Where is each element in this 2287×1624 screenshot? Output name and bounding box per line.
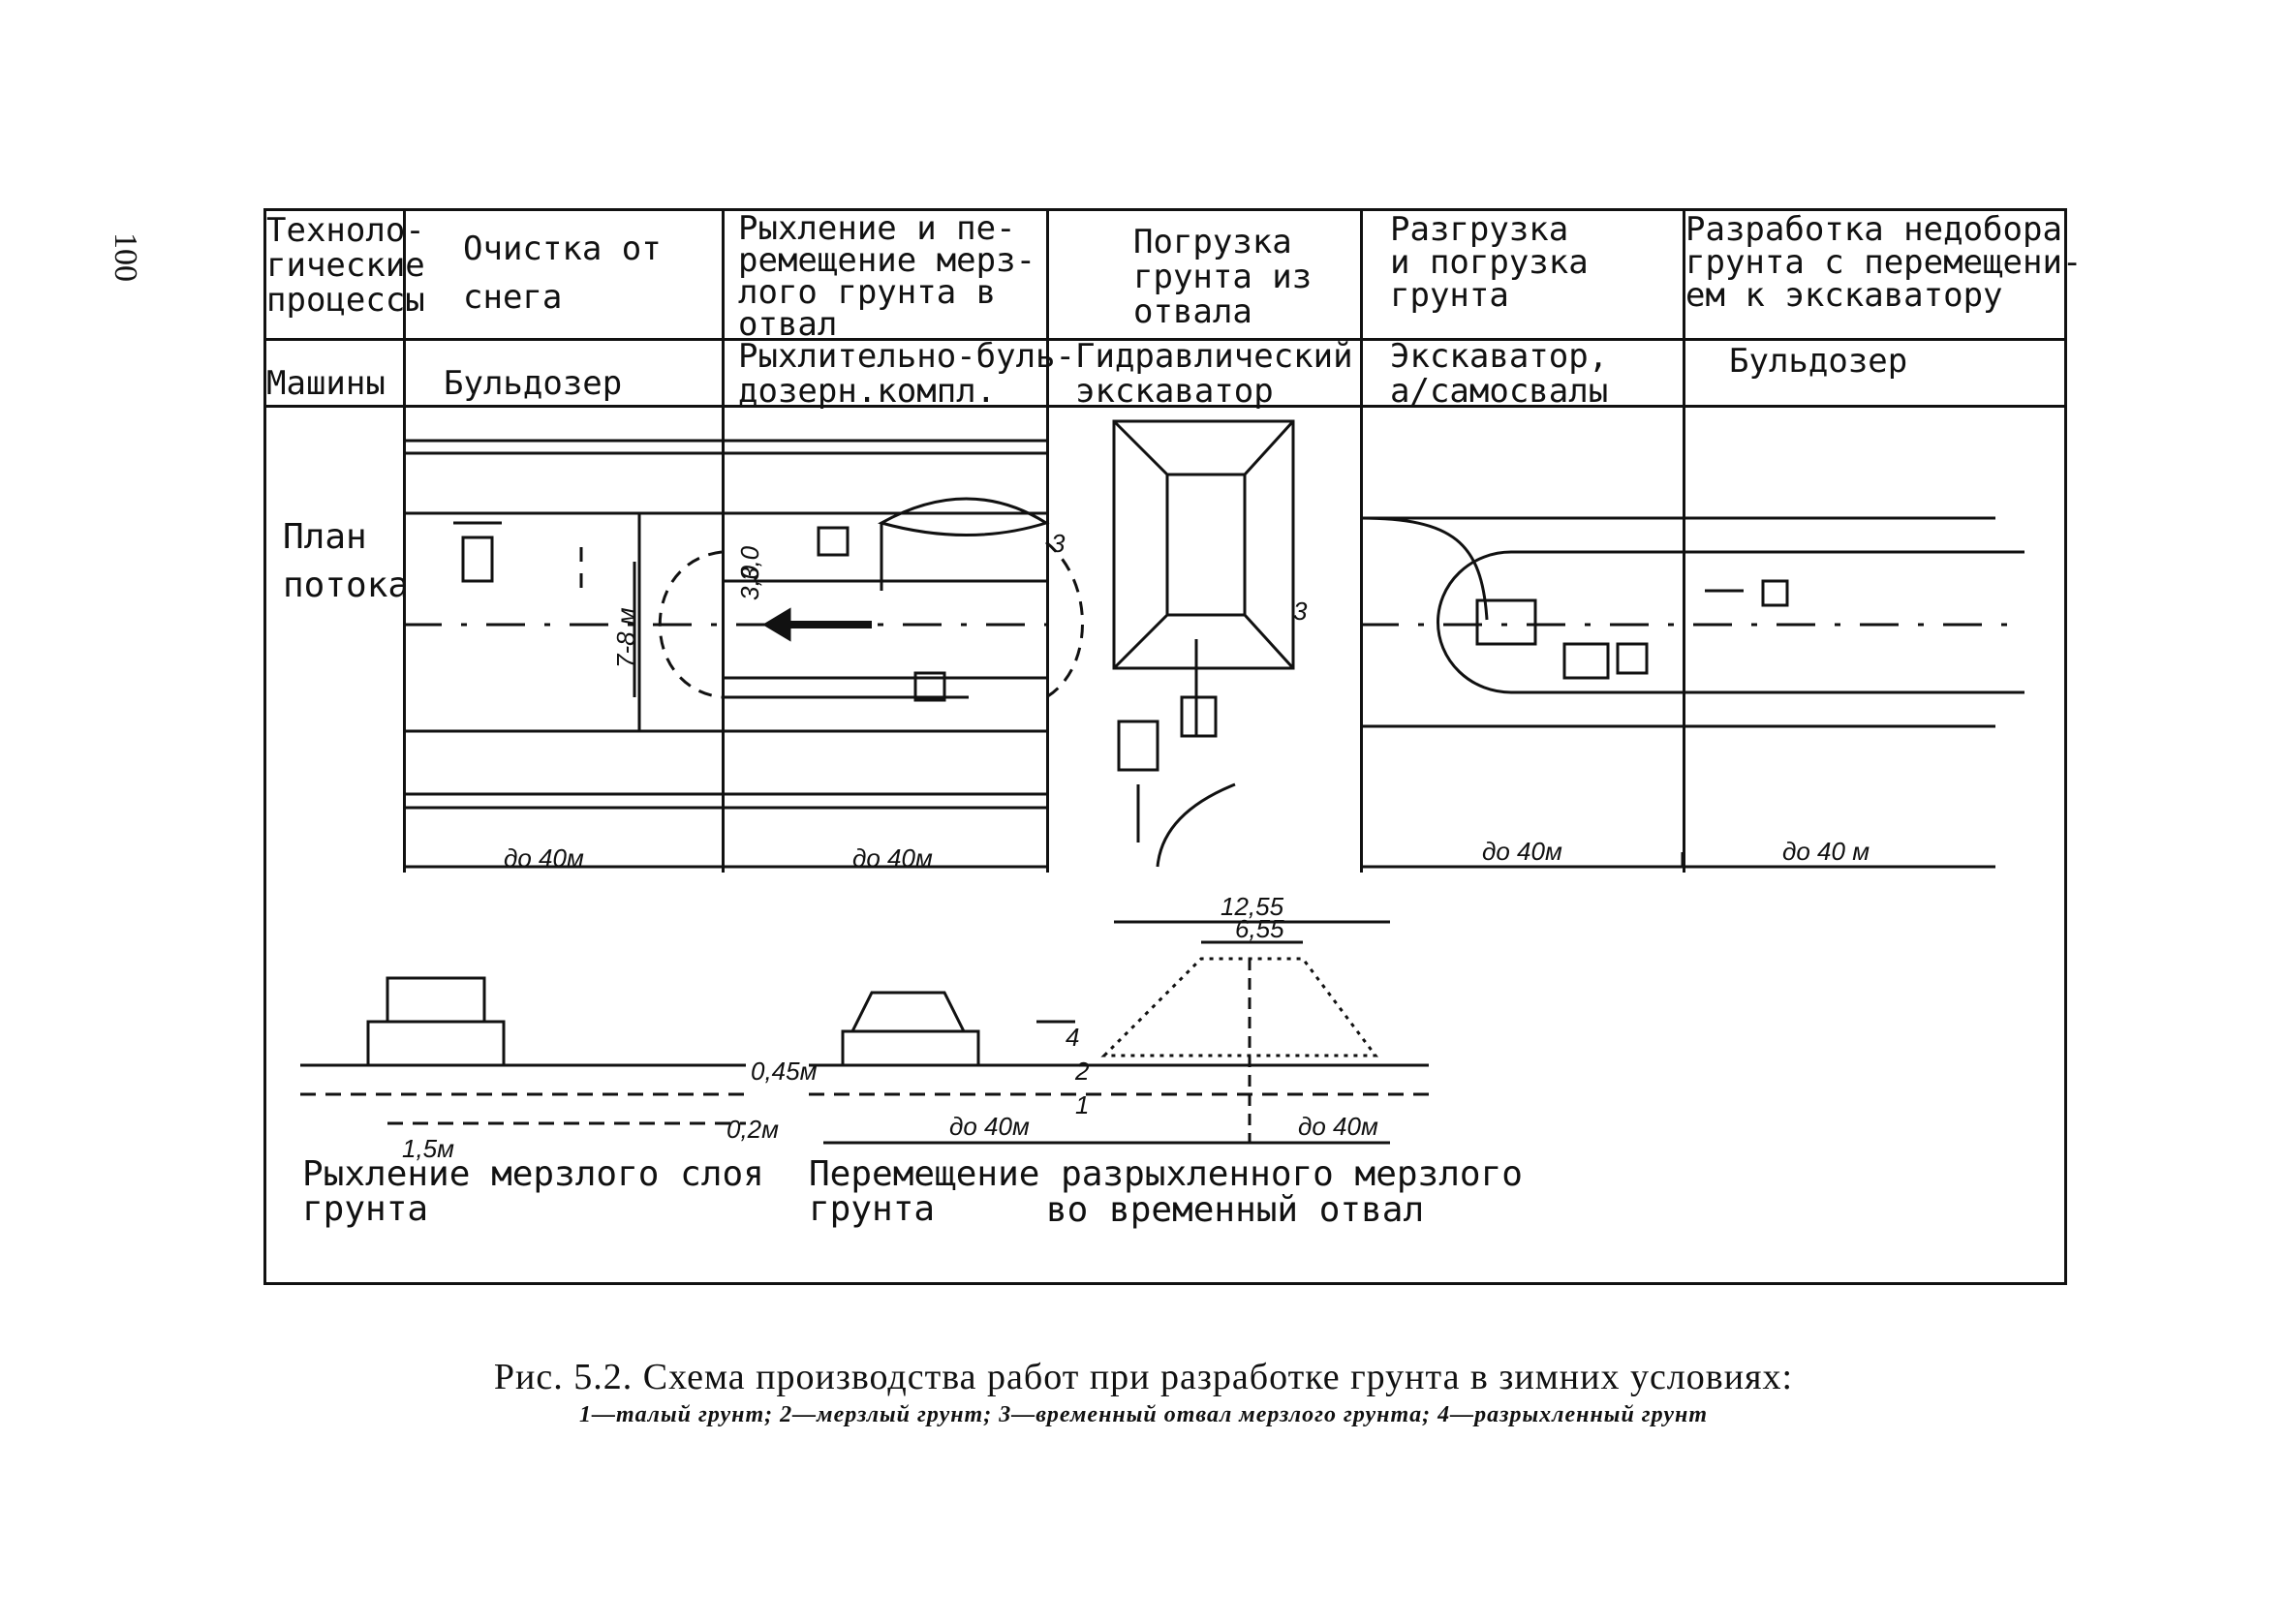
dim-6-55: 6,55 xyxy=(1235,914,1284,943)
header-divider xyxy=(263,338,2067,341)
dim-0-45m: 0,45м xyxy=(751,1057,818,1086)
dim-40m-col2: до 40м xyxy=(852,843,933,873)
machine-5: Бульдозер xyxy=(1729,342,1908,381)
process-4: Разгрузка и погрузка грунта xyxy=(1390,210,1589,315)
process-3: Погрузка грунта из отвала xyxy=(1133,223,1313,331)
dim-3-0-b: 3,0 xyxy=(735,545,764,581)
header-processes: Техноло- гические процессы xyxy=(266,211,425,320)
process-1: Очистка от снега xyxy=(463,230,662,317)
marker-4: 4 xyxy=(1066,1023,1079,1052)
header-machines: Машины xyxy=(266,364,386,403)
marker-3a: 3 xyxy=(1051,529,1066,558)
machines-divider xyxy=(263,405,2067,408)
caption-loosening: Рыхление мерзлого слоя грунта xyxy=(302,1154,764,1229)
machine-1: Бульдозер xyxy=(444,364,623,403)
dim-40m-col4: до 40м xyxy=(1482,837,1562,866)
col-divider-1 xyxy=(403,208,406,873)
caption-moving-b: во временный отвал xyxy=(1046,1190,1425,1230)
col-divider-5 xyxy=(1683,208,1685,873)
dim-40m-lower-2: до 40м xyxy=(1298,1112,1378,1141)
dim-7-8m: 7-8 м xyxy=(611,607,640,668)
dim-0-2m: 0,2м xyxy=(726,1115,779,1144)
dim-40m-col5: до 40 м xyxy=(1782,837,1870,866)
machine-4: Экскаватор, а/самосвалы xyxy=(1390,337,1609,411)
marker-3b: 3 xyxy=(1293,597,1308,626)
dim-40m-lower-1: до 40м xyxy=(949,1112,1030,1141)
dim-12-55: 12,55 xyxy=(1221,892,1284,921)
marker-2: 2 xyxy=(1074,1057,1090,1086)
dim-40m-col1: до 40м xyxy=(504,843,584,873)
col-divider-4 xyxy=(1360,208,1363,873)
machine-2: Рыхлительно-буль- дозерн.компл. xyxy=(738,337,1075,411)
caption-moving: Перемещение разрыхленного мерзлого грунт… xyxy=(809,1154,1523,1229)
figure-caption: Рис. 5.2. Схема производства работ при р… xyxy=(493,1357,1794,1397)
dim-3-0-a: 3,0 xyxy=(735,565,764,600)
col-divider-3 xyxy=(1046,208,1049,873)
machine-3: Гидравлический экскаватор xyxy=(1075,337,1353,411)
diagram-frame xyxy=(263,208,2067,1285)
process-2: Рыхление и пе- ремещение мерз- лого грун… xyxy=(738,209,1036,344)
figure-legend: 1—талый грунт; 2—мерзлый грунт; 3—времен… xyxy=(579,1402,1708,1427)
process-5: Разработка недобора грунта с перемещени-… xyxy=(1685,210,2083,315)
col-divider-2 xyxy=(722,208,725,873)
marker-1: 1 xyxy=(1075,1090,1089,1119)
dim-1-5m: 1,5м xyxy=(402,1134,454,1163)
header-plan: План потока xyxy=(283,517,410,605)
